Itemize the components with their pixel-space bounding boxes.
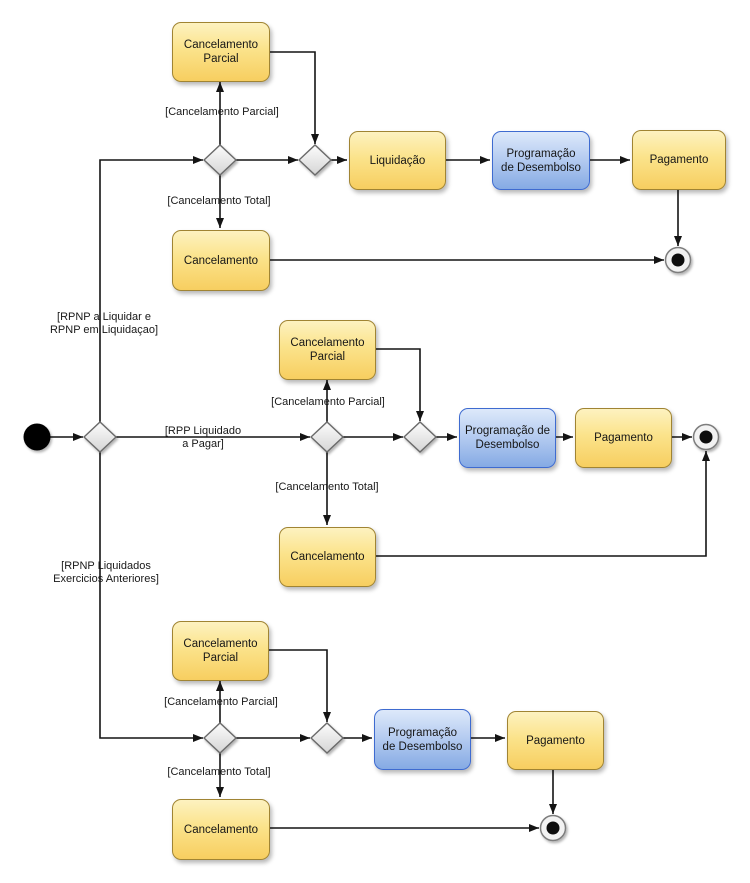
- activity-programacao-desembolso-top: Programação de Desembolso: [492, 131, 590, 190]
- guard-rpnp-a-liquidar: [RPNP a Liquidar e RPNP em Liquidaçao]: [49, 311, 159, 336]
- edge-mid-cancel-parcial-to-merge: [374, 348, 424, 421]
- activity-cancelamento-bottom: Cancelamento: [172, 799, 270, 860]
- gateway-main-decision: [82, 421, 118, 453]
- activity-pagamento-middle: Pagamento: [575, 408, 672, 468]
- activity-programacao-desembolso-middle: Programação de Desembolso: [459, 408, 556, 468]
- end-node-bottom: [539, 814, 567, 842]
- activity-pagamento-bottom: Pagamento: [507, 711, 604, 770]
- edge-main-gateway-to-bottom-gateway: [99, 452, 203, 742]
- guard-cancelamento-parcial-middle: [Cancelamento Parcial]: [271, 396, 385, 408]
- activity-cancelamento-parcial-top: Cancelamento Parcial: [172, 22, 270, 82]
- end-node-middle: [692, 423, 720, 451]
- start-node: [23, 423, 51, 451]
- guard-rpp-liquidado-a-pagar: [RPP Liquidado a Pagar]: [164, 425, 242, 450]
- activity-cancelamento-parcial-bottom: Cancelamento Parcial: [172, 621, 269, 681]
- gateway-bottom-merge: [309, 722, 345, 754]
- guard-cancelamento-total-middle: [Cancelamento Total]: [275, 481, 379, 493]
- guard-rpnp-liquidados: [RPNP Liquidados Exercicios Anteriores]: [53, 560, 159, 585]
- guard-cancelamento-total-bottom: [Cancelamento Total]: [167, 766, 271, 778]
- activity-cancelamento-top: Cancelamento: [172, 230, 270, 291]
- end-node-top: [664, 246, 692, 274]
- edge-top-cancel-parcial-to-merge: [268, 51, 319, 144]
- gateway-mid-merge: [402, 421, 438, 453]
- guard-cancelamento-parcial-top: [Cancelamento Parcial]: [165, 106, 279, 118]
- activity-cancelamento-middle: Cancelamento: [279, 527, 376, 587]
- gateway-top-merge: [297, 144, 333, 176]
- gateway-mid-decision: [309, 421, 345, 453]
- activity-cancelamento-parcial-middle: Cancelamento Parcial: [279, 320, 376, 380]
- activity-pagamento-top: Pagamento: [632, 130, 726, 190]
- guard-cancelamento-total-top: [Cancelamento Total]: [167, 195, 271, 207]
- edge-bottom-cancel-parcial-to-merge: [267, 649, 331, 722]
- gateway-bottom-decision: [202, 722, 238, 754]
- edge-main-gateway-to-top-gateway: [99, 156, 203, 422]
- gateway-top-decision: [202, 144, 238, 176]
- activity-programacao-desembolso-bottom: Programação de Desembolso: [374, 709, 471, 770]
- guard-cancelamento-parcial-bottom: [Cancelamento Parcial]: [164, 696, 278, 708]
- activity-liquidacao-top: Liquidação: [349, 131, 446, 190]
- edge-mid-cancelamento-to-end: [374, 451, 710, 557]
